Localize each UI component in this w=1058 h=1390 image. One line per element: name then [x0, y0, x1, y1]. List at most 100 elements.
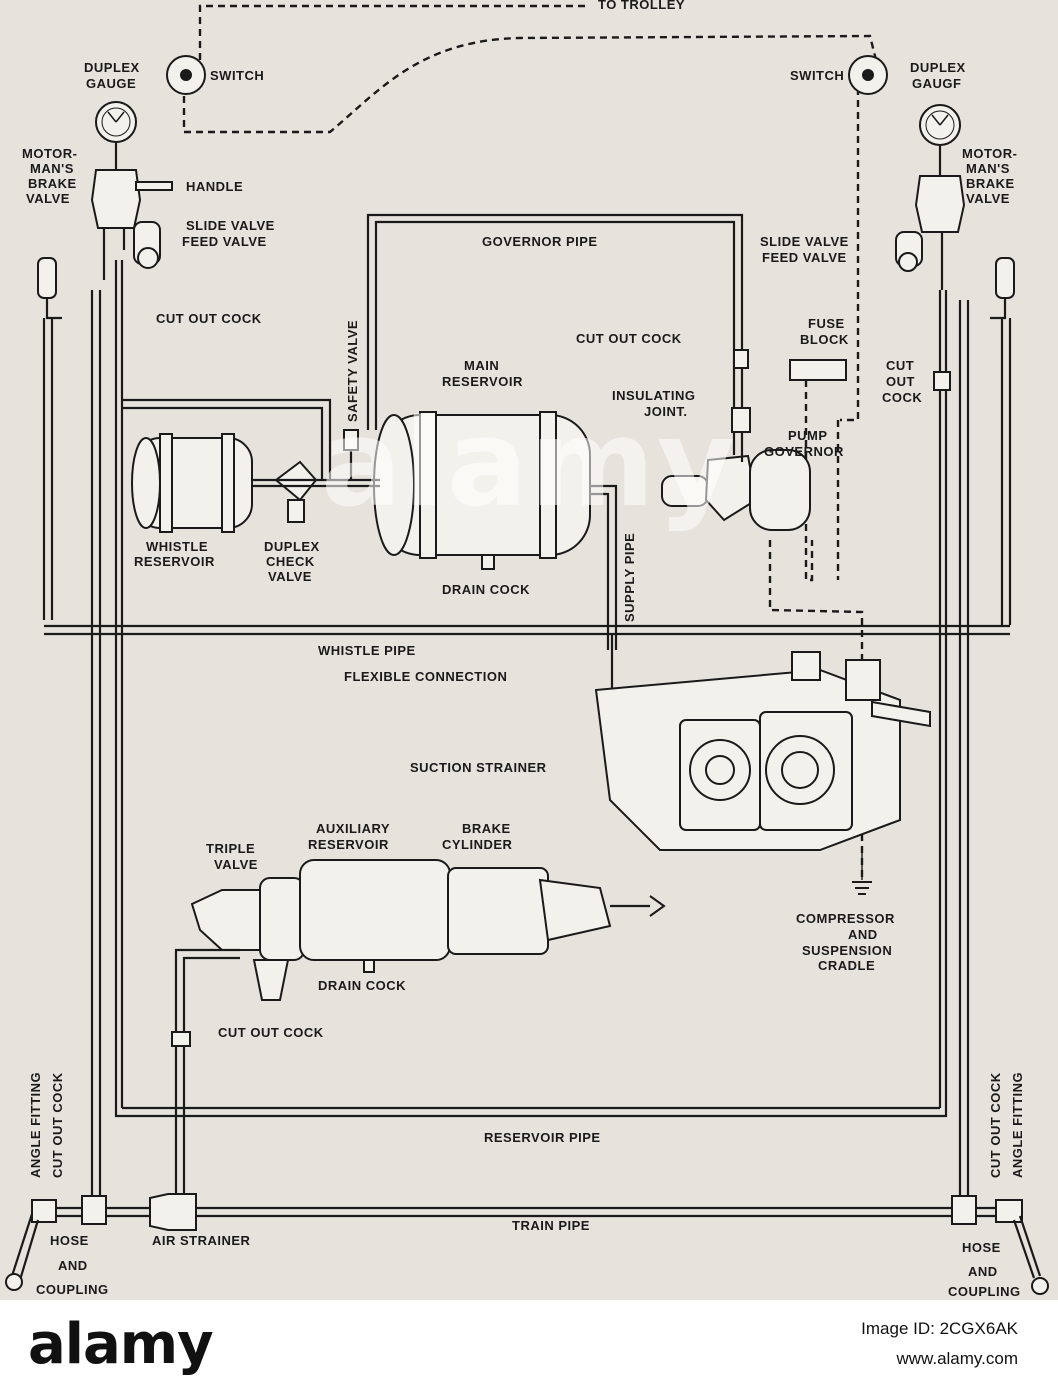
slide-valve-right-label: SLIDE VALVE: [760, 234, 849, 249]
brake-valve-left: [90, 169, 173, 280]
site-link[interactable]: www.alamy.com: [896, 1349, 1018, 1368]
triple-valve-label: VALVE: [214, 857, 258, 872]
handle-label: HANDLE: [186, 179, 243, 194]
compressor: [594, 651, 931, 895]
mans-right-label: MAN'S: [966, 161, 1010, 176]
coupling-right-label: COUPLING: [948, 1284, 1021, 1299]
suction-strainer-label: SUCTION STRAINER: [410, 760, 547, 775]
image-id-label: Image ID: 2CGX6AK: [861, 1319, 1018, 1338]
air-brake-piping-diagram: TO TROLLEY SWITCH SWITCH DUPLEX GAUGE DU…: [0, 0, 1058, 1300]
safety-valve: [343, 429, 359, 480]
suspension-label: SUSPENSION: [802, 943, 892, 958]
footer-logo[interactable]: alamy: [28, 1312, 214, 1377]
triple-label: TRIPLE: [206, 841, 255, 856]
cylinder-label: CYLINDER: [442, 837, 513, 852]
governor-pipe-label: GOVERNOR PIPE: [482, 234, 598, 249]
out-right-label: OUT: [886, 374, 915, 389]
brake-left-label: BRAKE: [28, 176, 77, 191]
block-label: BLOCK: [800, 332, 849, 347]
slide-valve-left-label: SLIDE VALVE: [186, 218, 275, 233]
valve-right-label: VALVE: [966, 191, 1010, 206]
cut-out-cock-triple-label: CUT OUT COCK: [218, 1025, 324, 1040]
drain-cock-aux-label: DRAIN COCK: [318, 978, 406, 993]
feed-valve-left-label: FEED VALVE: [182, 234, 267, 249]
pump-label: PUMP: [788, 428, 828, 443]
whistle-pipe-label: WHISTLE PIPE: [318, 643, 416, 658]
coupling-left-label: COUPLING: [36, 1282, 109, 1297]
safety-valve-label: SAFETY VALVE: [345, 320, 360, 422]
and-left-label: AND: [58, 1258, 88, 1273]
cock-right-label: COCK: [882, 390, 922, 405]
switch-left: [166, 55, 206, 95]
brake-valve-right: [895, 175, 966, 290]
train-pipe: [56, 1206, 1004, 1218]
whistle-right: [990, 257, 1015, 625]
reservoir-pipe-label: RESERVOIR PIPE: [484, 1130, 601, 1145]
motor-left-label: MOTOR-: [22, 146, 77, 161]
train-pipe-label: TRAIN PIPE: [512, 1218, 590, 1233]
and-compressor-label: AND: [848, 927, 878, 942]
duplex-check-valve: [122, 398, 380, 523]
brake-right-label: BRAKE: [966, 176, 1015, 191]
switch-right: [848, 55, 888, 95]
motor-right-label: MOTOR-: [962, 146, 1017, 161]
cut-right-label: CUT: [886, 358, 914, 373]
triple-cut-out-cock: [171, 1031, 191, 1047]
gaugf-right-label: GAUGF: [912, 76, 961, 91]
check-label: CHECK: [266, 554, 315, 569]
drain-cock-main-label: DRAIN COCK: [442, 582, 530, 597]
hose-right-label: HOSE: [962, 1240, 1001, 1255]
flexible-connection-label: FLEXIBLE CONNECTION: [344, 669, 507, 684]
right-cut-out-cock: [933, 371, 951, 391]
supply-pipe: [590, 484, 618, 650]
whistle-pipe: [44, 624, 1010, 636]
whistle-left: [37, 257, 62, 620]
check-valve-label: VALVE: [268, 569, 312, 584]
angle-fitting-left-label: ANGLE FITTING: [28, 1072, 43, 1178]
joint-label: JOINT.: [644, 404, 687, 419]
switch-right-label: SWITCH: [790, 68, 844, 83]
cut-out-cock-left-vertical-label: CUT OUT COCK: [50, 1072, 65, 1178]
insulating-joint: [731, 407, 751, 433]
footer-info: Image ID: 2CGX6AK www.alamy.com: [861, 1314, 1018, 1374]
auxiliary-reservoir-label: RESERVOIR: [308, 837, 389, 852]
brake-cylinder-assembly: [174, 859, 666, 1194]
cut-out-cock-governor-label: CUT OUT COCK: [576, 331, 682, 346]
pump-governor: [661, 449, 811, 531]
brake-cylinder-brake-label: BRAKE: [462, 821, 511, 836]
feed-valve-right-label: FEED VALVE: [762, 250, 847, 265]
valve-left-label: VALVE: [26, 191, 70, 206]
duplex-check-label: DUPLEX: [264, 539, 320, 554]
cut-out-cock-right-vertical-label: CUT OUT COCK: [988, 1072, 1003, 1178]
main-reservoir: [373, 411, 591, 570]
switch-left-label: SWITCH: [210, 68, 264, 83]
gauge-left-label: GAUGE: [86, 76, 136, 91]
supply-pipe-label: SUPPLY PIPE: [622, 533, 637, 622]
compressor-label: COMPRESSOR: [796, 911, 895, 926]
duplex-gauge-right: [919, 104, 961, 175]
governor-cut-out-cock: [733, 349, 749, 369]
governor-label: GOVERNOR: [764, 444, 844, 459]
whistle-reservoir: [131, 433, 253, 533]
whistle-reservoir-label: RESERVOIR: [134, 554, 215, 569]
cut-out-cock-left-label: CUT OUT COCK: [156, 311, 262, 326]
hose-coupling-right: [951, 1195, 1049, 1295]
and-right-label: AND: [968, 1264, 998, 1279]
governor-pipe: [366, 213, 744, 455]
to-trolley-label: TO TROLLEY: [598, 0, 685, 12]
auxiliary-label: AUXILIARY: [316, 821, 390, 836]
cradle-label: CRADLE: [818, 958, 875, 973]
mans-left-label: MAN'S: [30, 161, 74, 176]
footer: alamy Image ID: 2CGX6AK www.alamy.com: [0, 1300, 1058, 1390]
insulating-label: INSULATING: [612, 388, 695, 403]
air-strainer-label: AIR STRAINER: [152, 1233, 251, 1248]
duplex-right-label: DUPLEX: [910, 60, 966, 75]
fuse-block: [789, 359, 847, 381]
reservoir-pipe: [114, 1106, 948, 1118]
duplex-gauge-left: [95, 101, 137, 170]
main-label: MAIN: [464, 358, 499, 373]
hose-coupling-left: [5, 1195, 107, 1291]
main-piping: [90, 260, 970, 1210]
fuse-label: FUSE: [808, 316, 845, 331]
